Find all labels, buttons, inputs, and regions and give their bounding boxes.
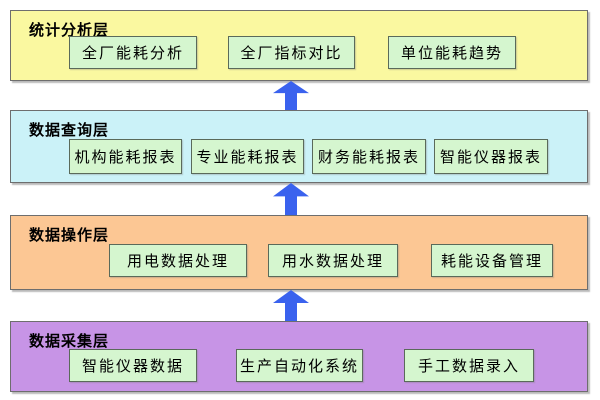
module-box-label: 智能仪器报表 [439,148,542,166]
module-box-manual-data-entry: 手工数据录入 [404,349,534,382]
module-box-smart-meter-data: 智能仪器数据 [69,349,197,382]
module-box-plant-indicator-comparison: 全厂指标对比 [228,36,355,69]
module-box-energy-equipment-management: 耗能设备管理 [431,244,553,277]
module-box-org-energy-report: 机构能耗报表 [69,139,182,174]
layer-data-collection: 数据采集层 智能仪器数据 生产自动化系统 手工数据录入 [10,321,588,392]
module-box-label: 财务能耗报表 [317,148,420,166]
module-box-label: 单位能耗趋势 [400,44,503,62]
module-box-label: 生产自动化系统 [239,357,359,375]
module-box-label: 手工数据录入 [417,357,520,375]
up-arrow-icon [272,81,310,110]
module-box-specialty-energy-report: 专业能耗报表 [191,139,304,174]
module-box-production-automation-system: 生产自动化系统 [236,349,363,382]
module-box-label: 用电数据处理 [126,252,229,270]
up-arrow-shape [273,81,309,110]
up-arrow-shape [273,290,309,321]
layer-title-data-operation: 数据操作层 [29,226,110,244]
up-arrow-shape [273,183,309,215]
up-arrow-icon [272,290,310,321]
module-box-label: 耗能设备管理 [440,252,543,270]
layer-data-operation: 数据操作层 用电数据处理 用水数据处理 耗能设备管理 [10,215,588,290]
layer-title-data-query: 数据查询层 [29,121,110,139]
module-box-water-data-processing: 用水数据处理 [268,244,398,277]
module-box-smart-meter-report: 智能仪器报表 [434,139,548,174]
module-box-label: 智能仪器数据 [81,357,184,375]
module-box-electricity-data-processing: 用电数据处理 [109,244,247,277]
module-box-label: 机构能耗报表 [74,148,177,166]
module-box-label: 全厂指标对比 [240,44,343,62]
layer-statistical-analysis: 统计分析层 全厂能耗分析 全厂指标对比 单位能耗趋势 [10,10,588,81]
module-box-label: 专业能耗报表 [196,148,299,166]
up-arrow-icon [272,183,310,215]
module-box-label: 用水数据处理 [281,252,384,270]
layer-title-statistical-analysis: 统计分析层 [29,21,110,39]
module-box-unit-energy-trend: 单位能耗趋势 [388,36,516,69]
module-box-finance-energy-report: 财务能耗报表 [312,139,426,174]
layer-data-query: 数据查询层 机构能耗报表 专业能耗报表 财务能耗报表 智能仪器报表 [10,110,588,183]
module-box-label: 全厂能耗分析 [81,44,184,62]
module-box-plant-energy-analysis: 全厂能耗分析 [69,36,197,69]
layer-title-data-collection: 数据采集层 [29,332,110,350]
